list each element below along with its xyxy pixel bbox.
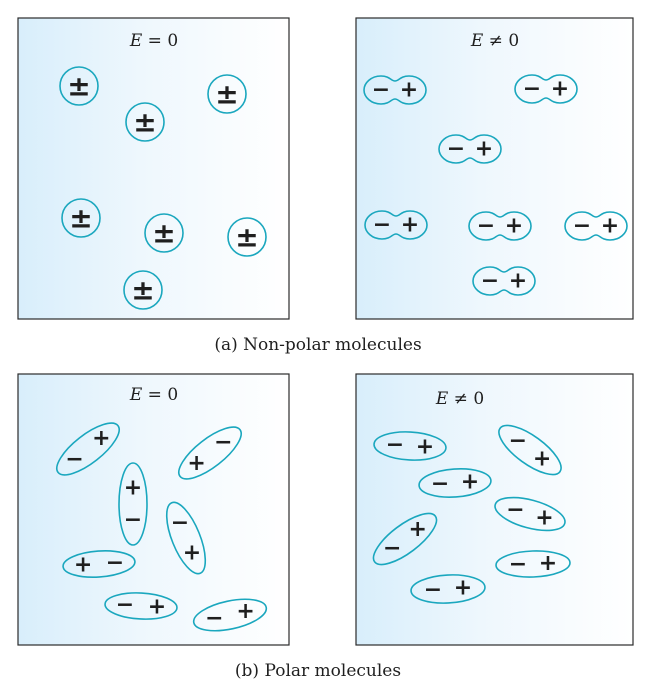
svg-text:±: ±	[133, 106, 156, 139]
svg-text:+: +	[461, 469, 479, 494]
svg-text:+: +	[601, 214, 619, 239]
svg-text:±: ±	[215, 78, 238, 111]
aligned-polar-molecule: − +	[418, 468, 492, 498]
svg-text:−: −	[383, 536, 401, 561]
svg-text:+: +	[187, 451, 205, 476]
nonpolar-molecule: ±	[61, 198, 101, 238]
svg-text:+: +	[505, 214, 523, 239]
svg-text:−: −	[386, 433, 404, 458]
panel-polar-no-field: E = 0 − + + − + − − + + − −	[17, 373, 290, 646]
svg-text:−: −	[523, 77, 541, 102]
polar-molecule: + −	[118, 462, 148, 546]
svg-text:+: +	[183, 540, 201, 565]
nonpolar-molecule: ±	[123, 270, 163, 310]
induced-dipole-molecule: − +	[364, 210, 428, 240]
svg-text:±: ±	[235, 221, 258, 254]
caption-nonpolar: (a) Non-polar molecules	[214, 335, 421, 355]
aligned-polar-molecule: − +	[373, 431, 447, 461]
aligned-polar-molecule: − +	[495, 550, 571, 578]
svg-text:−: −	[447, 137, 465, 162]
svg-text:+: +	[539, 551, 557, 576]
svg-text:−: −	[106, 550, 124, 575]
svg-text:+: +	[454, 576, 472, 601]
induced-dipole-molecule: − +	[472, 266, 536, 296]
svg-text:+: +	[551, 77, 569, 102]
svg-text:±: ±	[152, 217, 175, 250]
aligned-polar-molecule: − +	[498, 424, 562, 476]
svg-text:−: −	[205, 606, 223, 631]
svg-text:−: −	[509, 429, 527, 454]
induced-dipole-molecule: − +	[363, 75, 427, 105]
caption-polar: (b) Polar molecules	[235, 661, 401, 681]
svg-text:+: +	[533, 446, 551, 471]
svg-text:+: +	[401, 213, 419, 238]
svg-text:+: +	[409, 517, 427, 542]
nonpolar-molecule: ±	[59, 66, 99, 106]
polar-molecule: − +	[56, 422, 120, 476]
nonpolar-molecule: ±	[144, 213, 184, 253]
svg-text:±: ±	[131, 274, 154, 307]
svg-text:±: ±	[69, 202, 92, 235]
polar-molecule: + −	[62, 549, 136, 579]
panel-nonpolar-with-field: E ≠ 0 − + − + − + − + − + −	[355, 17, 634, 320]
aligned-polar-molecule: − +	[372, 512, 438, 566]
svg-text:−: −	[116, 593, 134, 618]
svg-text:−: −	[509, 552, 527, 577]
svg-text:+: +	[416, 434, 434, 459]
panel-nonpolar-no-field: E = 0 ± ± ± ± ± ± ±	[17, 17, 290, 320]
induced-dipole-molecule: − +	[438, 134, 502, 164]
aligned-polar-molecule: − +	[410, 574, 486, 604]
svg-text:+: +	[74, 553, 92, 578]
polar-molecule: − +	[192, 598, 268, 632]
svg-text:−: −	[506, 498, 524, 523]
svg-text:+: +	[509, 269, 527, 294]
svg-text:−: −	[373, 213, 391, 238]
field-label-zero: E = 0	[129, 31, 178, 51]
induced-dipole-molecule: − +	[468, 211, 532, 241]
svg-text:−: −	[481, 269, 499, 294]
svg-text:+: +	[535, 505, 553, 530]
aligned-polar-molecule: − +	[494, 496, 566, 532]
svg-text:−: −	[65, 447, 83, 472]
field-label-nonzero: E ≠ 0	[470, 31, 519, 51]
field-label-zero: E = 0	[129, 385, 178, 405]
svg-text:+: +	[400, 78, 418, 103]
induced-dipole-molecule: − +	[564, 211, 628, 241]
polar-molecule: − +	[165, 501, 207, 575]
svg-text:+: +	[236, 599, 254, 624]
panel-polar-with-field: E ≠ 0 − + − + − + − + − + −	[355, 373, 634, 646]
svg-text:+: +	[124, 476, 142, 501]
svg-text:−: −	[477, 214, 495, 239]
svg-text:−: −	[214, 430, 232, 455]
field-label-nonzero: E ≠ 0	[435, 389, 484, 409]
induced-dipole-molecule: − +	[514, 74, 578, 104]
svg-text:+: +	[148, 594, 166, 619]
polar-molecule: + −	[178, 426, 242, 480]
nonpolar-molecule: ±	[227, 217, 267, 257]
svg-text:±: ±	[67, 70, 90, 103]
svg-text:−: −	[573, 214, 591, 239]
svg-text:−: −	[431, 472, 449, 497]
svg-text:−: −	[424, 577, 442, 602]
svg-text:+: +	[475, 137, 493, 162]
svg-text:−: −	[372, 78, 390, 103]
svg-text:−: −	[171, 511, 189, 536]
svg-text:+: +	[92, 426, 110, 451]
nonpolar-molecule: ±	[207, 74, 247, 114]
svg-text:−: −	[124, 508, 142, 533]
nonpolar-molecule: ±	[125, 102, 165, 142]
